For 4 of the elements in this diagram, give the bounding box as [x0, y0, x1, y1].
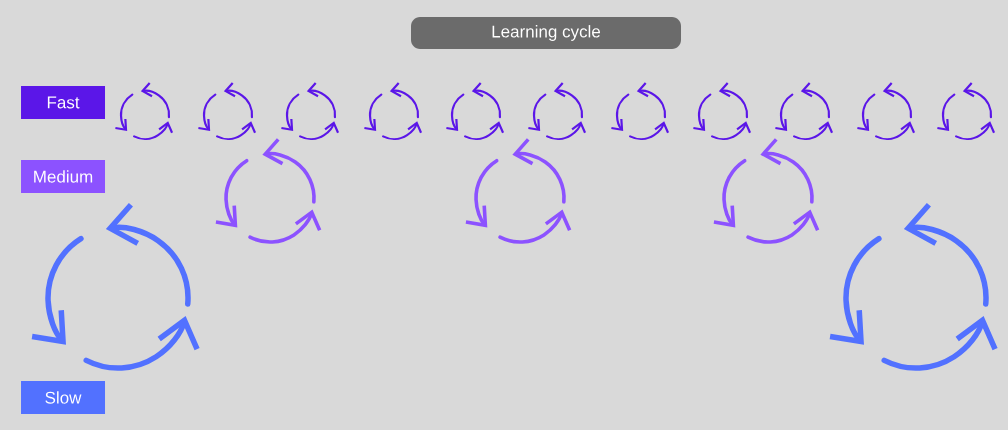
label-box: Fast [21, 86, 105, 119]
title-pill: Learning cycle [411, 17, 681, 49]
label-box: Medium [21, 160, 105, 193]
label-box: Slow [21, 381, 105, 414]
